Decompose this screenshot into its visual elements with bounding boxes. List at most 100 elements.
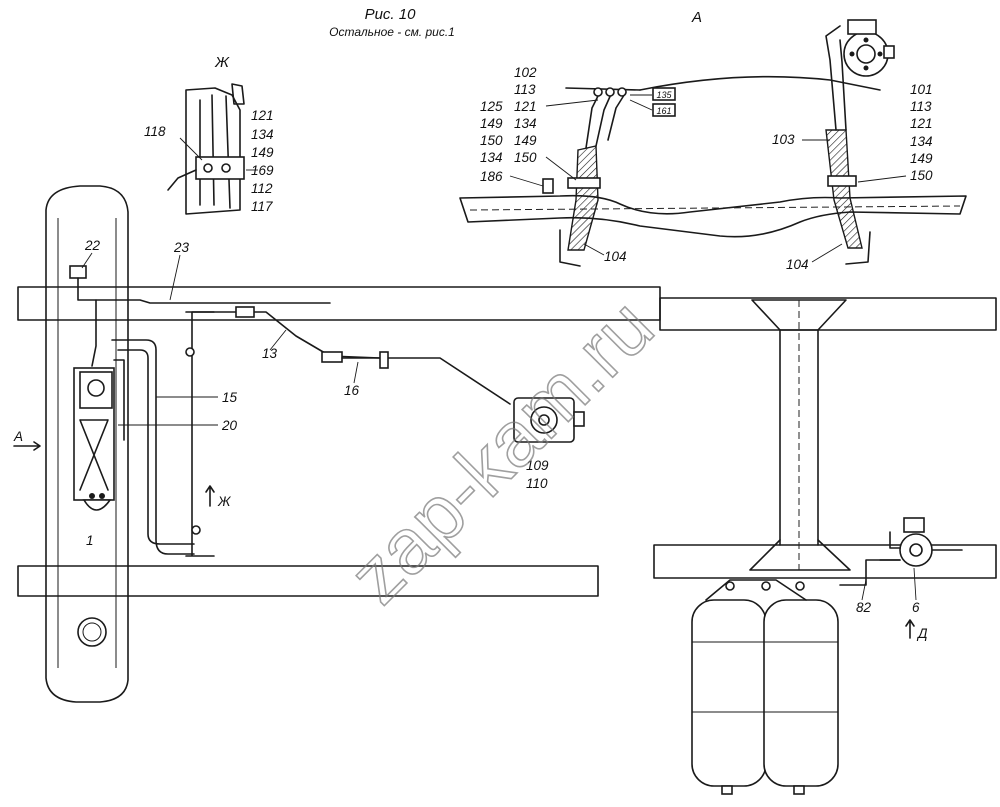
rail-lower-right <box>653 544 997 579</box>
tank-fitting <box>761 581 771 591</box>
label-22: 22 <box>84 238 101 253</box>
view-a-clamp-left <box>567 177 601 189</box>
label-186: 186 <box>480 169 503 184</box>
label-112: 112 <box>251 181 273 196</box>
leader-82 <box>861 579 867 601</box>
view-a-leader <box>545 156 577 181</box>
view-a-valve-bolt <box>863 37 869 43</box>
label-102: 102 <box>514 65 537 80</box>
axle-housing <box>45 185 129 703</box>
view-d-group: 82 6 Д <box>653 297 997 795</box>
view-a-pipe-line <box>565 87 641 91</box>
axle-housing-inner <box>57 218 117 668</box>
axle-hub <box>77 617 107 647</box>
arrow-d-label: Д <box>916 626 928 641</box>
view-a-title: А <box>691 9 702 26</box>
label-150: 150 <box>910 168 933 183</box>
label-149: 149 <box>514 133 537 148</box>
label-134: 134 <box>514 116 537 131</box>
tank-fitting <box>795 581 805 591</box>
view-a-arc-pipe <box>639 75 881 91</box>
crossmember <box>779 329 819 546</box>
brake-chamber-valve-center <box>87 379 105 397</box>
chamber-bolt <box>99 493 105 499</box>
box-label-161: 161 <box>656 106 671 116</box>
view-a-pipes-left <box>585 91 627 149</box>
label-104-left: 104 <box>604 249 627 264</box>
fitting-13 <box>235 306 255 318</box>
brake-chamber-base <box>82 499 112 511</box>
label-149: 149 <box>480 116 503 131</box>
box-label-135: 135 <box>656 90 672 100</box>
view-a-bracket-left <box>559 229 581 267</box>
view-zh-bracket-ribs <box>199 94 231 209</box>
label-121: 121 <box>251 108 274 123</box>
rail-upper-right <box>659 297 997 331</box>
label-134: 134 <box>480 150 503 165</box>
label-125: 125 <box>480 99 503 114</box>
label-150: 150 <box>514 150 537 165</box>
label-1: 1 <box>86 533 94 548</box>
pipe-15-inner <box>117 349 195 545</box>
pipe-20 <box>113 359 125 441</box>
label-113: 113 <box>910 99 932 114</box>
pipe-13 <box>191 311 381 359</box>
leader-13 <box>269 329 287 351</box>
view-a-group: А 135 161 <box>459 9 967 272</box>
view-zh-leader <box>179 137 203 161</box>
chamber-bolt <box>89 493 95 499</box>
view-zh-title: Ж <box>214 54 230 71</box>
view-zh-pipe <box>167 169 197 191</box>
main-view-group: 22 23 15 20 13 16 109 <box>13 185 661 703</box>
view-a-box-161 <box>652 103 676 117</box>
view-a-clamp-right <box>827 175 857 187</box>
label-82: 82 <box>856 600 872 615</box>
pipe-16 <box>341 357 511 405</box>
view-zh-bracket <box>185 87 241 215</box>
view-a-valve-bolt <box>877 51 883 57</box>
fitting-13b <box>321 351 343 363</box>
label-169: 169 <box>251 163 274 178</box>
valve-109-center <box>538 414 550 426</box>
view-a-axle-centerline <box>469 205 961 211</box>
label-121: 121 <box>514 99 537 114</box>
pipe-82 <box>839 559 901 586</box>
clip-16 <box>379 351 389 369</box>
view-a-valve-bolt <box>849 51 855 57</box>
label-15: 15 <box>222 390 238 405</box>
air-tank-right <box>763 599 839 787</box>
view-zh-fitting <box>221 163 231 173</box>
valve-6-center <box>909 543 923 557</box>
crossmember-bottom-gusset <box>749 539 851 571</box>
view-a-leader <box>545 99 599 107</box>
label-101: 101 <box>910 82 933 97</box>
view-a-hose-right <box>825 129 863 249</box>
leader-16 <box>353 361 359 384</box>
leader-22 <box>81 252 93 269</box>
tank-fitting <box>725 581 735 591</box>
pipe-22 <box>77 277 97 367</box>
axle-hub-inner <box>82 622 102 642</box>
valve-109-port <box>573 411 585 427</box>
label-118: 118 <box>144 124 166 139</box>
arrow-zh-label: Ж <box>217 494 232 509</box>
label-121: 121 <box>910 116 933 131</box>
frame-rail-lower <box>17 565 599 597</box>
view-a-fitting <box>605 87 615 97</box>
label-149: 149 <box>910 151 933 166</box>
tank-drain <box>721 785 733 795</box>
view-a-leader <box>629 99 653 111</box>
arrow-a-label: А <box>13 429 23 444</box>
crossmember-top-gusset <box>751 299 847 331</box>
label-134: 134 <box>910 134 933 149</box>
view-a-leader <box>509 175 544 187</box>
frame-rail-upper <box>17 286 661 321</box>
view-zh-group: Ж 118 121 134 149 169 112 117 <box>144 54 274 215</box>
label-20: 20 <box>221 418 238 433</box>
tank-drain <box>793 785 805 795</box>
label-23: 23 <box>173 240 190 255</box>
view-a-leader <box>583 243 605 256</box>
pipe-23 <box>95 299 331 304</box>
label-103: 103 <box>772 132 795 147</box>
